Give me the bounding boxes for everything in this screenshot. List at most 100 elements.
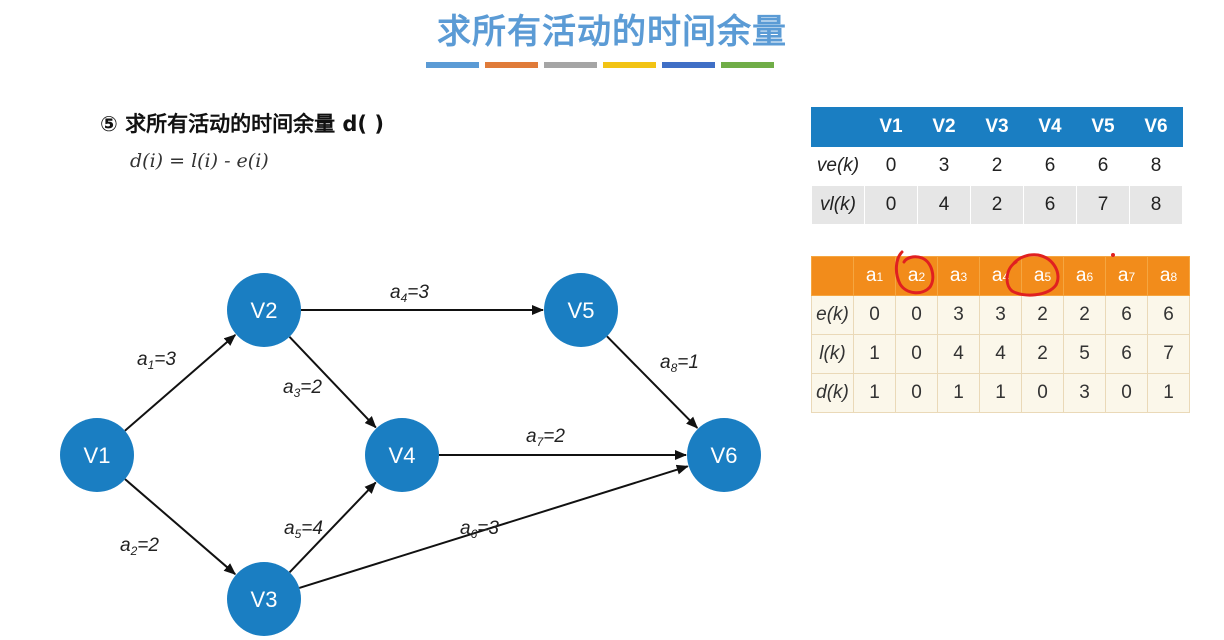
activity-subscript: 5 [1044, 270, 1052, 284]
edge-arrow [124, 478, 236, 575]
activity-subscript: 2 [918, 270, 926, 284]
node-label: V5 [568, 298, 595, 323]
table-cell: 6 [1076, 146, 1130, 186]
activity-name: a [949, 265, 961, 286]
node-label: V2 [251, 298, 278, 323]
row-label: l(k) [811, 334, 854, 374]
table-row: ve(k) 0 3 2 6 6 8 [811, 146, 1183, 186]
edge-label: a4=3 [390, 282, 429, 305]
edge-label: a2=2 [120, 535, 159, 558]
table-cell: 6 [1147, 295, 1190, 335]
table-cell: 8 [1129, 185, 1183, 225]
table-cell: 6 [1105, 295, 1148, 335]
node-label: V4 [389, 443, 416, 468]
table-cell: 2 [970, 146, 1024, 186]
table-cell: 7 [1076, 185, 1130, 225]
activity-name: a [865, 265, 877, 286]
table-cell: 0 [895, 295, 938, 335]
activity-subscript: 1 [876, 270, 884, 284]
table-corner-cell [811, 256, 854, 296]
edge-label: a7=2 [526, 426, 565, 449]
edge-arrow [299, 464, 689, 589]
activity-subscript: 8 [1170, 270, 1178, 284]
table-cell: 1 [937, 373, 980, 413]
edge-label: a5=4 [284, 518, 323, 541]
graph-node: V1 [60, 418, 134, 492]
table-cell: 6 [1105, 334, 1148, 374]
table-cell: 1 [979, 373, 1022, 413]
graph-node: V4 [365, 418, 439, 492]
table-cell: 6 [1023, 185, 1077, 225]
edge-label: a6=3 [460, 518, 499, 541]
graph-node: V6 [687, 418, 761, 492]
edge-arrow [124, 334, 237, 432]
activity-subscript: 3 [960, 270, 968, 284]
table-cell: 3 [917, 146, 971, 186]
activity-header-cell: a1 [853, 256, 896, 296]
node-circle [227, 273, 301, 347]
activity-name: a [1033, 265, 1045, 286]
activity-header-cell: a6 [1063, 256, 1106, 296]
vertex-header-cell: V2 [917, 107, 971, 147]
table-cell: 6 [1023, 146, 1077, 186]
activity-header-cell: a3 [937, 256, 980, 296]
activity-name: a [1117, 265, 1129, 286]
row-label: vl(k) [811, 185, 865, 225]
activity-subscript: 4 [1002, 270, 1010, 284]
color-bar [721, 62, 774, 68]
graph-node: V2 [227, 273, 301, 347]
vertex-header-cell: V4 [1023, 107, 1077, 147]
color-bar [485, 62, 538, 68]
table-row: vl(k) 0 4 2 6 7 8 [811, 185, 1183, 225]
node-circle [60, 418, 134, 492]
node-label: V3 [251, 587, 278, 612]
activity-subscript: 7 [1128, 270, 1136, 284]
activity-header-cell: a5 [1021, 256, 1064, 296]
table-cell: 4 [937, 334, 980, 374]
row-label: ve(k) [811, 146, 865, 186]
table-corner-cell [811, 107, 865, 147]
vertex-table-header-row: V1 V2 V3 V4 V5 V6 [811, 107, 1183, 147]
table-cell: 0 [1021, 373, 1064, 413]
vertex-header-cell: V5 [1076, 107, 1130, 147]
table-cell: 0 [895, 373, 938, 413]
node-circle [544, 273, 618, 347]
activity-name: a [1159, 265, 1171, 286]
graph-node: V5 [544, 273, 618, 347]
table-cell: 1 [853, 373, 896, 413]
table-cell: 0 [864, 146, 918, 186]
formula: d(i) = l(i) - e(i) [130, 150, 269, 172]
table-cell: 4 [917, 185, 971, 225]
edge-label: a3=2 [283, 377, 322, 400]
step-heading: ⑤ 求所有活动的时间余量 d( ) [100, 112, 384, 136]
activity-name: a [1075, 265, 1087, 286]
activity-header-cell: a2 [895, 256, 938, 296]
edge-arrow [288, 481, 377, 573]
edge-label: a1=3 [137, 349, 176, 372]
graph-node: V3 [227, 562, 301, 636]
table-cell: 3 [1063, 373, 1106, 413]
table-cell: 0 [864, 185, 918, 225]
color-bar [426, 62, 479, 68]
color-bar [603, 62, 656, 68]
table-cell: 0 [895, 334, 938, 374]
table-cell: 7 [1147, 334, 1190, 374]
table-cell: 0 [853, 295, 896, 335]
table-cell: 3 [937, 295, 980, 335]
row-label: e(k) [811, 295, 854, 335]
table-cell: 3 [979, 295, 1022, 335]
activity-subscript: 6 [1086, 270, 1094, 284]
table-cell: 8 [1129, 146, 1183, 186]
activity-header-cell: a7 [1105, 256, 1148, 296]
activity-header-cell: a4 [979, 256, 1022, 296]
activity-name: a [907, 265, 919, 286]
table-cell: 5 [1063, 334, 1106, 374]
edge-arrow [288, 336, 377, 429]
table-cell: 2 [1021, 295, 1064, 335]
row-label: d(k) [811, 373, 854, 413]
